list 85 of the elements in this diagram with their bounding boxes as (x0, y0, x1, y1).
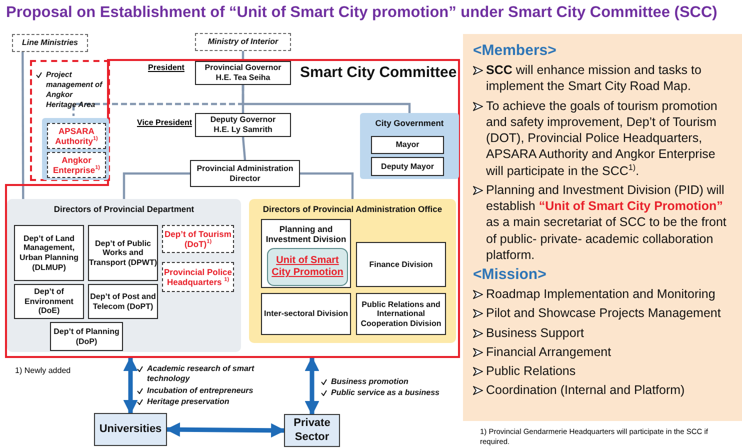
node-text: Inter-sectoral Division (264, 309, 348, 319)
node-text: Universities (99, 422, 162, 436)
org-box (88, 225, 158, 281)
node-text: Dep’t of Post and Telecom (DoPT) (89, 292, 157, 312)
bullet-text: To achieve the goals of tourism promotion and safety improvement, Dep’t of Tourism (DOT), Provincial Police Headquarters, APSARA Authority and Angkor Enterprise will participate in the SCC$^{1)}$. (486, 98, 718, 179)
office-panel (249, 199, 456, 343)
role-label: Vice President (137, 118, 192, 127)
heritage-group-frame (30, 60, 110, 181)
org-box (50, 322, 123, 351)
connector-line (300, 172, 354, 199)
org-box (356, 293, 446, 335)
node-text: Dep’t of Land Management, Urban Planning (DLMUP) (18, 234, 80, 272)
section-heading: <Mission> (473, 266, 548, 283)
title: Proposal on Establishment of “Unit of Smart City promotion” under Smart City Committee (SCC) (6, 4, 718, 22)
node-text: Dep’t of Tourism (DoT)$^{1)}$ (164, 228, 232, 250)
unit-box (267, 248, 348, 286)
node-text: Angkor Enterprise$^{1)}$ (52, 154, 101, 176)
bullet-text: Public Relations (486, 363, 576, 380)
partner-box (284, 414, 340, 447)
two-way-arrow (166, 422, 286, 438)
connector-line (242, 136, 246, 160)
bullet-text: Roadmap Implementation and Monitoring (486, 286, 716, 302)
group-panel (360, 113, 459, 179)
node-text: Planning and Investment Division (264, 224, 348, 244)
partner-box (94, 413, 167, 446)
note-text: 1) Newly added (15, 366, 72, 376)
org-box (195, 61, 291, 85)
node-text: APSARA Authority$^{1)}$ (54, 126, 99, 146)
node-text: Unit of Smart City Promotion (270, 255, 344, 279)
bullet-text: SCC will enhance mission and tasks to implement the Smart City Road Map. (486, 62, 702, 94)
bullet-text: Pilot and Showcase Projects Management (486, 305, 721, 322)
org-box (190, 160, 300, 187)
benefit-text: Business promotion (331, 377, 408, 388)
node-text: Mayor (396, 140, 420, 150)
org-box (261, 293, 351, 335)
node-text: Finance Division (369, 260, 433, 270)
title-text: Provincial Governor (204, 63, 282, 73)
section-heading: <Members> (473, 42, 558, 59)
two-way-arrow (123, 356, 138, 414)
node-text: Dep’t of Environment (DoE) (24, 287, 74, 316)
new-member-box (47, 123, 106, 149)
new-member-box (162, 262, 234, 292)
ministry-box (12, 34, 88, 52)
benefit-text: Incubation of entrepreneurs (147, 386, 254, 396)
node-text: City Government (374, 118, 445, 128)
node-text: Directors of Provincial Department (52, 204, 196, 214)
role-label: President (148, 63, 184, 72)
org-box (371, 157, 444, 176)
node-text: Provincial Police Headquarters $^{1)}$ (163, 266, 233, 288)
org-box (14, 225, 84, 281)
department-panel (7, 199, 241, 352)
node-text: Dep’t of Public Works and Transport (DPWT) (89, 238, 157, 268)
node-text: Line Ministries (22, 38, 78, 48)
name-text: H.E. Tea Seiha (216, 73, 270, 83)
title-text: Deputy Governor (210, 115, 276, 125)
node-text: Directors of Provincial Administration Office (262, 204, 444, 214)
node-text: Ministry of Interior (208, 37, 278, 47)
org-box (371, 136, 444, 154)
new-member-box (47, 152, 106, 178)
node-text: Smart City Committee (300, 64, 457, 82)
benefit-text: Heritage preservation (147, 397, 230, 408)
dashed-connector (72, 85, 244, 116)
node-text: Provincial Administration Director (196, 164, 294, 184)
node-text: Dep’t of Planning (DoP) (52, 326, 120, 346)
benefit-text: Academic research of smart technology (147, 364, 256, 385)
node-text: Deputy Mayor (381, 162, 434, 172)
bullet-text: Planning and Investment Division (PID) will establish “Unit of Smart City Promotion” as a main secretariat of SCC to be the front of public- private- academic collaboration platform. (486, 182, 728, 263)
org-box (14, 284, 84, 319)
connector-line (122, 172, 190, 199)
bullet-text: Coordination (Internal and Platform) (486, 382, 685, 398)
org-box (356, 242, 446, 287)
committee-frame (5, 59, 460, 358)
node-text: Public Relations and International Cooperation Division (360, 300, 442, 328)
benefit-text: Public service as a business (331, 388, 440, 398)
org-box (88, 284, 158, 319)
connector-line (22, 52, 24, 199)
ministry-box (195, 33, 291, 51)
bullet-text: Financial Arrangement (486, 344, 612, 360)
node-text: Private Sector (292, 417, 332, 444)
bullet-text: Business Support (486, 324, 584, 341)
name-text: H.E. Ly Samrith (214, 125, 272, 135)
two-way-arrow (304, 356, 320, 416)
org-box (195, 113, 291, 137)
group-panel (42, 118, 109, 180)
division-box (261, 219, 351, 288)
